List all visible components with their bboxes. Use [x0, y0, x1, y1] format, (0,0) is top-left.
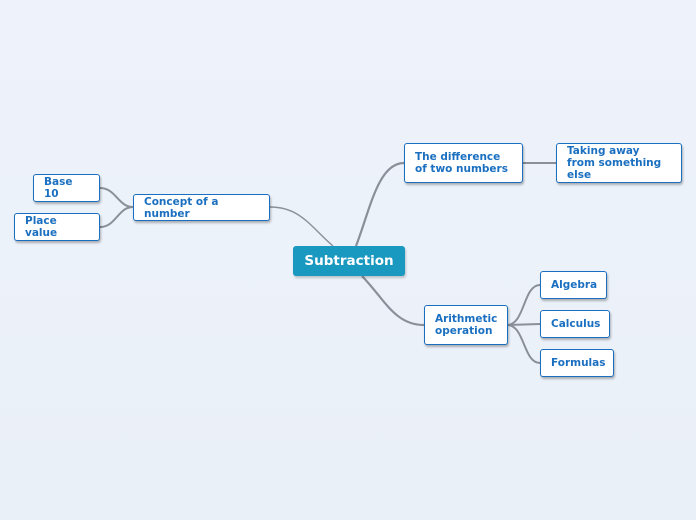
topic-label: Concept of a number: [144, 195, 219, 220]
topic-label: Place value: [25, 215, 58, 239]
topic-label: Base 10: [44, 176, 73, 200]
link-arithmetic-formulas: [506, 324, 541, 364]
link-concept-base10: [99, 187, 134, 208]
link-root-difference: [354, 161, 405, 247]
topic-algebra[interactable]: Algebra: [540, 271, 607, 299]
topic-calculus[interactable]: Calculus: [540, 310, 610, 338]
topic-arithmetic-operation[interactable]: Arithmetic operation: [424, 305, 508, 345]
topic-base-10[interactable]: Base 10: [33, 174, 100, 202]
link-concept-placevalue: [99, 206, 134, 228]
topic-place-value[interactable]: Place value: [14, 213, 100, 241]
link-arithmetic-calculus: [506, 323, 541, 326]
link-arithmetic-algebra: [506, 284, 541, 326]
root-topic[interactable]: Subtraction: [293, 246, 405, 276]
topic-taking-away[interactable]: Taking away from something else: [556, 143, 682, 183]
link-root-concept: [269, 206, 334, 247]
topic-label: Taking away from something else: [567, 145, 662, 181]
topic-formulas[interactable]: Formulas: [540, 349, 614, 377]
topic-label: Arithmetic operation: [435, 313, 498, 337]
topic-concept-of-a-number[interactable]: Concept of a number: [133, 194, 270, 221]
topic-label: Calculus: [551, 318, 601, 330]
root-topic-label: Subtraction: [304, 253, 394, 269]
topic-label: Formulas: [551, 357, 606, 369]
topic-label: The difference of two numbers: [415, 151, 508, 175]
topic-label: Algebra: [551, 279, 598, 291]
topic-the-difference-of-two-numbers[interactable]: The difference of two numbers: [404, 143, 523, 183]
link-root-arithmetic: [361, 275, 425, 327]
